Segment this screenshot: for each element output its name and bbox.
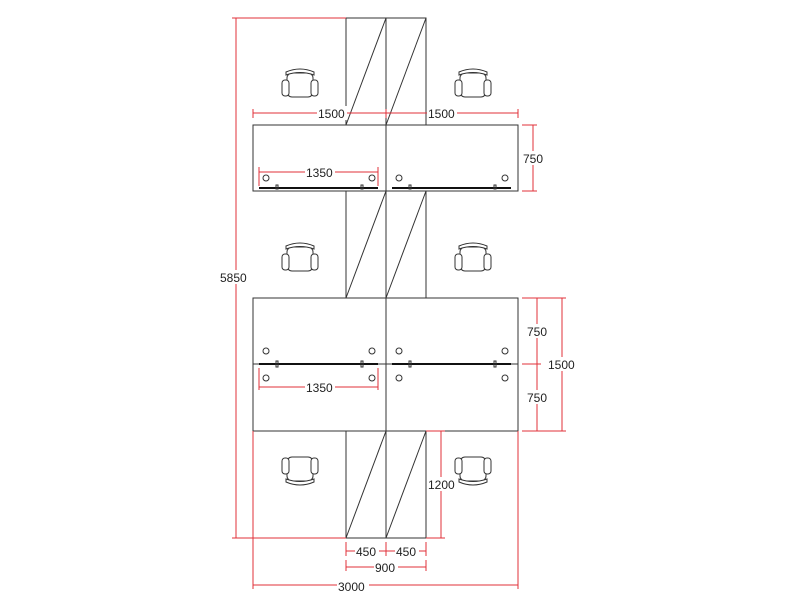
dim-middle-upper-depth: 750 <box>527 325 547 339</box>
chair-icon <box>281 242 319 272</box>
cabinet-pair-middle <box>345 190 427 299</box>
dim-top-screen: 1350 <box>306 166 333 180</box>
dim-top-width-right: 1500 <box>428 107 455 121</box>
chair-icon <box>281 456 319 486</box>
chair-icon <box>281 68 319 98</box>
chair-icon <box>454 242 492 272</box>
chair-icon <box>454 456 492 486</box>
desk-group-top <box>252 124 519 192</box>
cabinet-pair-top <box>345 17 427 126</box>
dim-overall-width: 3000 <box>338 580 365 594</box>
cabinet-pair-bottom <box>345 430 427 539</box>
dimension-labels: 5850 1500 1500 750 1350 750 750 1500 135… <box>219 106 577 594</box>
dim-middle-lower-depth: 750 <box>527 391 547 405</box>
dim-top-depth: 750 <box>523 152 543 166</box>
desk-group-middle <box>252 297 519 432</box>
dim-cabinet-length: 1200 <box>428 478 455 492</box>
dim-cabinet-width-left: 450 <box>356 545 376 559</box>
dim-cabinet-width-right: 450 <box>396 545 416 559</box>
dim-cabinet-total-width: 900 <box>375 561 395 575</box>
chair-icon <box>454 68 492 98</box>
dim-middle-total-depth: 1500 <box>548 358 575 372</box>
dim-top-width-left: 1500 <box>318 107 345 121</box>
dim-overall-height: 5850 <box>220 271 247 285</box>
dim-middle-screen: 1350 <box>306 381 333 395</box>
